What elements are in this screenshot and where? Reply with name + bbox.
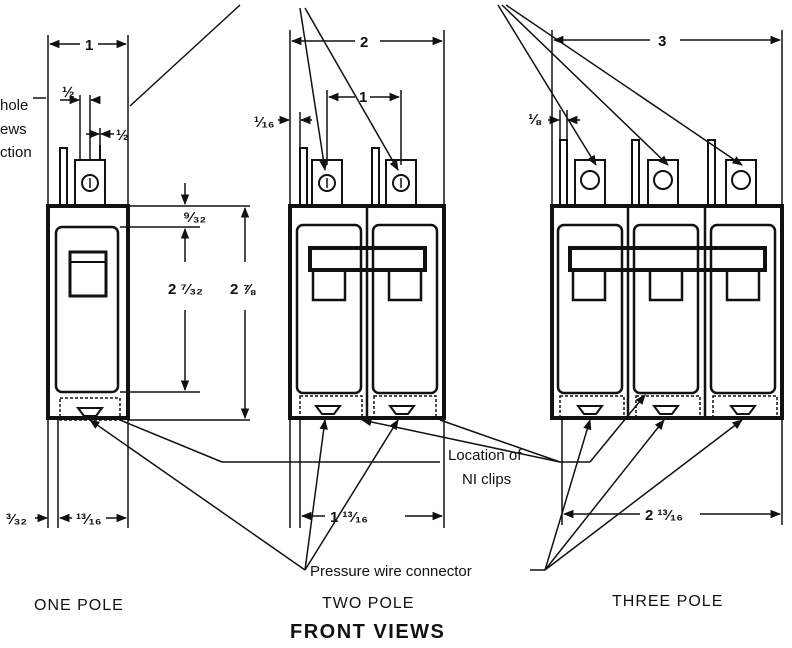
three-pole-width-dim: 3	[658, 33, 666, 50]
two-pole-breaker	[288, 147, 446, 420]
one-pole-caption: ONE POLE	[34, 597, 124, 614]
one-pole-width-dim: 1	[85, 37, 93, 54]
two-pole-caption: TWO POLE	[322, 595, 414, 612]
two-pole-spacing-dim: 1	[359, 89, 367, 106]
half-dim-a: ½	[62, 84, 75, 101]
three-pole-dimension-lines	[497, 4, 783, 525]
location-of-label: Location of	[448, 447, 522, 464]
thirteen-16-dim: ¹³⁄₁₆	[76, 511, 102, 528]
eighth-dim: ⅛	[528, 111, 542, 128]
nine-32-dim: ⁹⁄₃₂	[183, 209, 206, 226]
ni-clips-label: NI clips	[462, 471, 511, 488]
three-pole-breaker	[550, 139, 784, 420]
three-pole-caption: THREE POLE	[612, 593, 723, 610]
sixteenth-dim: ¹⁄₁₆	[254, 114, 275, 131]
hole-label-1: hole	[0, 97, 28, 114]
two-7-32-dim: 2 ⁷⁄₃₂	[168, 281, 203, 298]
hole-label-3: ction	[0, 144, 32, 161]
front-views-title: FRONT VIEWS	[290, 621, 445, 643]
hole-label-2: ews	[0, 121, 27, 138]
half-dim-b: ½	[116, 127, 129, 144]
one-13-16-dim: 1 ¹³⁄₁₆	[330, 509, 368, 526]
ni-clip-leaders	[119, 394, 646, 463]
two-pole-width-dim: 2	[360, 34, 368, 51]
two-7-8-dim: 2 ⅞	[230, 281, 257, 298]
pressure-wire-label: Pressure wire connector	[310, 563, 472, 580]
one-pole-breaker	[46, 145, 130, 421]
pressure-wire-leaders	[89, 418, 743, 571]
three-32-dim: ³⁄₃₂	[6, 511, 27, 528]
one-pole-dimension-lines	[33, 4, 250, 528]
two-13-16-dim: 2 ¹³⁄₁₆	[645, 507, 683, 524]
